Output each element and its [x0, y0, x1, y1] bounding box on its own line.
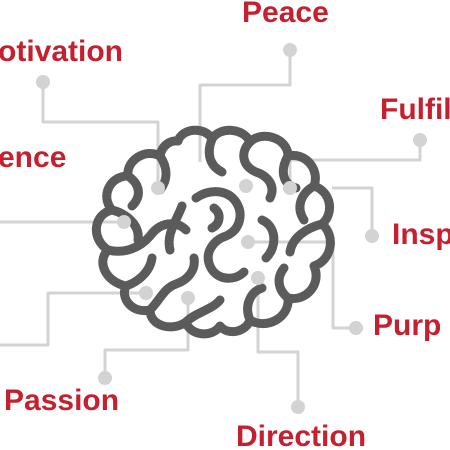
dot-peace — [283, 43, 297, 57]
dot-inspiration — [365, 229, 379, 243]
dot-fulfillment — [413, 133, 427, 147]
node-dot — [239, 179, 253, 193]
connector-dots — [36, 43, 427, 414]
dot-direction — [291, 400, 305, 414]
brain-icon — [91, 125, 335, 339]
connector-lines — [0, 50, 422, 407]
connector-fulfillment — [288, 140, 422, 188]
node-dot — [117, 215, 131, 229]
connector-peace — [198, 50, 292, 162]
connector-direction — [256, 278, 300, 407]
dot-motivation — [36, 75, 50, 89]
label-passion: Passion — [4, 384, 120, 417]
label-confidence: ence — [0, 141, 67, 174]
label-purpose: Purp — [373, 309, 442, 342]
connector-passion — [0, 291, 146, 347]
label-fulfillment: Fulfil — [380, 93, 450, 126]
node-dot — [251, 271, 265, 285]
node-dot — [283, 181, 297, 195]
node-dot — [241, 235, 255, 249]
label-direction: Direction — [236, 420, 367, 450]
dot-purpose — [349, 321, 363, 335]
dot-passion — [98, 371, 112, 385]
node-dot — [139, 286, 153, 300]
label-inspiration: Insp — [392, 218, 450, 251]
label-motivation: otivation — [0, 35, 123, 68]
node-dot — [151, 181, 165, 195]
connector-inspiration — [332, 186, 374, 236]
brain-node-dots — [117, 179, 297, 305]
label-peace: Peace — [242, 0, 329, 29]
node-dot — [181, 291, 195, 305]
